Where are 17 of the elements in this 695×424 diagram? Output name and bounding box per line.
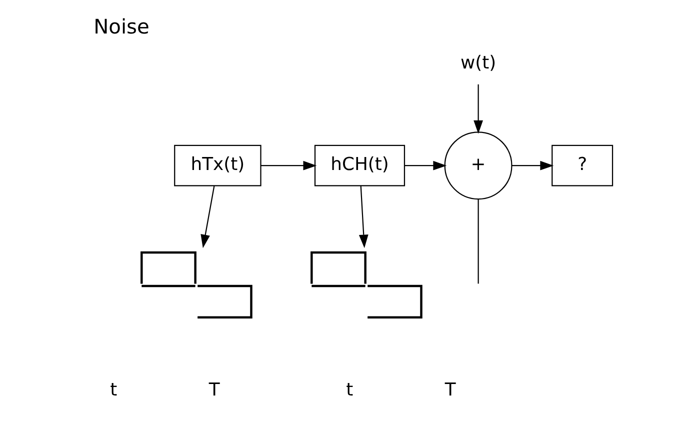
arrow	[511, 160, 554, 170]
label: t	[110, 379, 117, 400]
arrow	[200, 186, 214, 248]
arrow	[404, 160, 446, 170]
node-box: ?	[551, 144, 613, 186]
diagram-title: Noise	[93, 14, 149, 38]
label: T	[208, 379, 220, 400]
label: t	[346, 379, 353, 400]
arrow	[358, 186, 368, 248]
arrow	[473, 84, 482, 134]
node-box: hTx(t)	[174, 144, 261, 186]
node-box: hCH(t)	[314, 144, 405, 186]
node-text: w(t)	[460, 52, 496, 74]
node-circle: +	[444, 132, 512, 200]
connector	[477, 199, 478, 284]
arrow	[260, 160, 316, 170]
label: T	[444, 379, 456, 400]
